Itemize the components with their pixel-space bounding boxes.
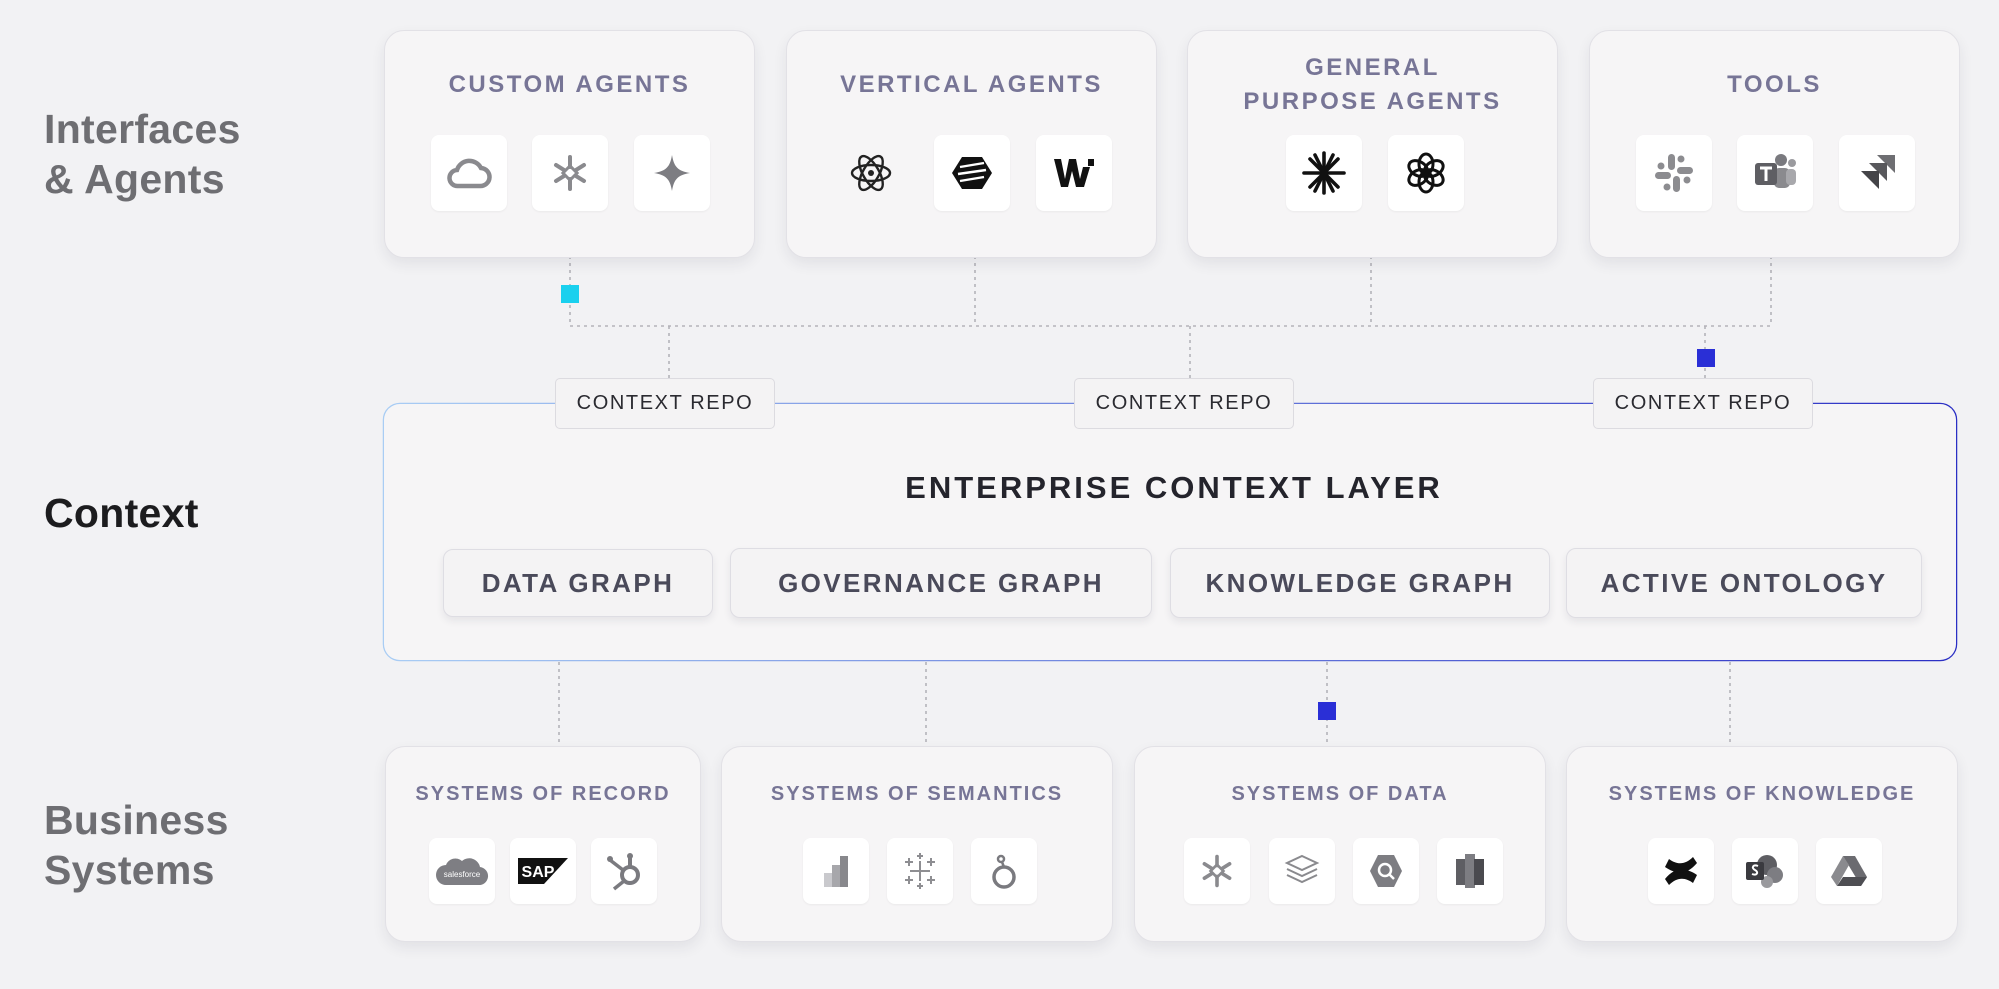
blue-marker-bottom xyxy=(1318,702,1336,720)
confluence-icon xyxy=(1648,838,1714,904)
sap-wordmark: SAP xyxy=(522,864,555,881)
atom-icon xyxy=(833,135,909,211)
hexagon-stack-icon xyxy=(934,135,1010,211)
looker-icon xyxy=(971,838,1037,904)
card-title: SYSTEMS OF KNOWLEDGE xyxy=(1608,783,1916,805)
salesforce-icon: salesforce xyxy=(429,838,495,904)
salesforce-wordmark: salesforce xyxy=(444,870,481,879)
bar-chart-icon xyxy=(803,838,869,904)
card-custom-agents: CUSTOM AGENTS xyxy=(384,30,755,258)
teams-icon xyxy=(1737,135,1813,211)
w-logo-icon xyxy=(1036,135,1112,211)
row-label-business: Business Systems xyxy=(44,797,229,893)
starburst-icon xyxy=(1286,135,1362,211)
context-repo-1: CONTEXT REPO xyxy=(555,378,775,429)
card-systems-of-record: SYSTEMS OF RECORD salesforce SAP xyxy=(385,746,701,942)
context-repo-2: CONTEXT REPO xyxy=(1074,378,1294,429)
card-title: SYSTEMS OF DATA xyxy=(1231,783,1449,805)
cyan-marker xyxy=(561,285,579,303)
openai-icon xyxy=(1388,135,1464,211)
data-graph: DATA GRAPH xyxy=(443,549,713,617)
active-ontology: ACTIVE ONTOLOGY xyxy=(1566,548,1922,618)
bigquery-icon xyxy=(1353,838,1419,904)
snowflake-icon xyxy=(1184,838,1250,904)
jira-icon xyxy=(1839,135,1915,211)
tableau-icon xyxy=(887,838,953,904)
sap-icon: SAP xyxy=(510,838,576,904)
card-title: TOOLS xyxy=(1727,71,1822,98)
card-systems-of-semantics: SYSTEMS OF SEMANTICS xyxy=(721,746,1113,942)
card-title: CUSTOM AGENTS xyxy=(448,71,691,98)
sparkle-icon xyxy=(634,135,710,211)
slack-icon xyxy=(1636,135,1712,211)
knowledge-graph: KNOWLEDGE GRAPH xyxy=(1170,548,1550,618)
hubspot-icon xyxy=(591,838,657,904)
card-title: SYSTEMS OF SEMANTICS xyxy=(770,783,1064,805)
blue-marker-top xyxy=(1697,349,1715,367)
row-label-interfaces: Interfaces & Agents xyxy=(44,106,241,202)
card-systems-of-knowledge: SYSTEMS OF KNOWLEDGE xyxy=(1566,746,1958,942)
card-tools: TOOLS xyxy=(1589,30,1960,258)
card-title: GENERAL PURPOSE AGENTS xyxy=(1243,54,1502,115)
governance-graph: GOVERNANCE GRAPH xyxy=(730,548,1152,618)
layers-icon xyxy=(1269,838,1335,904)
card-systems-of-data: SYSTEMS OF DATA xyxy=(1134,746,1546,942)
redshift-icon xyxy=(1437,838,1503,904)
enterprise-context-layer xyxy=(384,404,1956,660)
row-label-context: Context xyxy=(44,490,199,536)
snowflake-icon xyxy=(532,135,608,211)
card-title: SYSTEMS OF RECORD xyxy=(415,783,671,805)
card-title: VERTICAL AGENTS xyxy=(840,71,1103,98)
google-cloud-icon xyxy=(431,135,507,211)
card-vertical-agents: VERTICAL AGENTS xyxy=(786,30,1157,258)
layer-title: ENTERPRISE CONTEXT LAYER xyxy=(905,470,1443,505)
card-general-purpose-agents: GENERAL PURPOSE AGENTS xyxy=(1187,30,1558,258)
context-repo-3: CONTEXT REPO xyxy=(1593,378,1813,429)
sharepoint-icon xyxy=(1732,838,1798,904)
google-drive-icon xyxy=(1816,838,1882,904)
